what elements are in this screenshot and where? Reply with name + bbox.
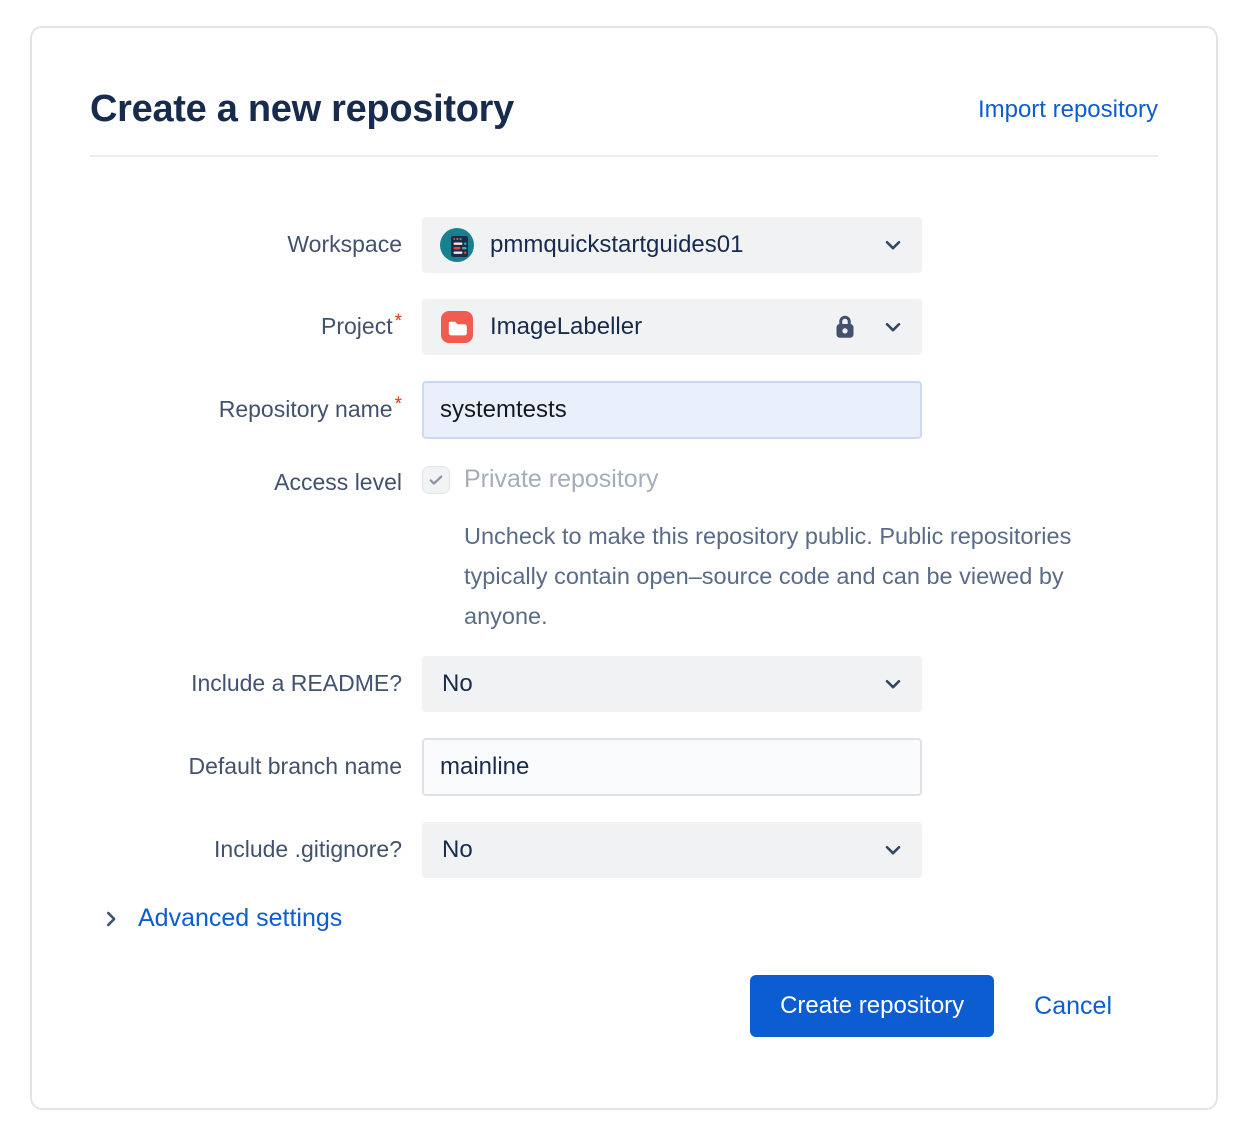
- default-branch-input[interactable]: [422, 738, 922, 796]
- include-readme-select[interactable]: No: [422, 656, 922, 712]
- create-repository-form: Workspace: [90, 217, 1158, 1037]
- workspace-row: Workspace: [90, 217, 1158, 273]
- include-gitignore-select[interactable]: No: [422, 822, 922, 878]
- private-repository-label: Private repository: [464, 465, 659, 493]
- repository-name-label: Repository name*: [218, 394, 402, 423]
- default-branch-row: Default branch name: [90, 738, 1158, 796]
- cancel-button[interactable]: Cancel: [1034, 991, 1112, 1020]
- chevron-down-icon: [885, 845, 901, 855]
- chevron-down-icon: [885, 322, 901, 332]
- access-level-label: Access level: [274, 469, 402, 495]
- chevron-right-icon: [106, 911, 116, 926]
- include-gitignore-label: Include .gitignore?: [214, 836, 402, 863]
- include-gitignore-row: Include .gitignore? No: [90, 822, 1158, 878]
- workspace-label: Workspace: [287, 231, 402, 258]
- required-asterisk: *: [394, 394, 402, 416]
- workspace-select[interactable]: pmmquickstartguides01: [422, 217, 922, 273]
- import-repository-link[interactable]: Import repository: [977, 95, 1158, 123]
- project-select[interactable]: ImageLabeller: [422, 299, 922, 355]
- create-repository-button[interactable]: Create repository: [750, 975, 995, 1037]
- dialog-header: Create a new repository Import repositor…: [90, 88, 1158, 131]
- project-label: Project*: [321, 311, 402, 340]
- workspace-value: pmmquickstartguides01: [490, 231, 744, 258]
- access-level-row: Access level Private repository Uncheck …: [90, 465, 1158, 636]
- project-value: ImageLabeller: [490, 313, 643, 340]
- include-readme-label: Include a README?: [191, 670, 402, 697]
- project-folder-icon: [441, 311, 473, 343]
- include-gitignore-value: No: [442, 836, 473, 863]
- default-branch-label: Default branch name: [188, 753, 402, 780]
- header-divider: [90, 155, 1158, 157]
- create-repository-dialog: Create a new repository Import repositor…: [30, 26, 1218, 1110]
- dialog-footer: Create repository Cancel: [90, 975, 1158, 1037]
- repository-name-row: Repository name*: [90, 381, 1158, 439]
- chevron-down-icon: [885, 679, 901, 689]
- include-readme-value: No: [442, 670, 473, 697]
- include-readme-row: Include a README? No: [90, 656, 1158, 712]
- access-level-help-text: Uncheck to make this repository public. …: [464, 523, 1072, 629]
- workspace-avatar-icon: [440, 228, 474, 262]
- chevron-down-icon: [885, 240, 901, 250]
- checkmark-icon: [429, 475, 443, 485]
- lock-icon: [836, 315, 854, 338]
- advanced-settings-toggle[interactable]: Advanced settings: [100, 904, 1158, 933]
- repository-name-input[interactable]: [422, 381, 922, 439]
- page-title: Create a new repository: [90, 88, 514, 130]
- project-row: Project* ImageLabeller: [90, 299, 1158, 355]
- required-asterisk: *: [394, 311, 402, 333]
- advanced-settings-link[interactable]: Advanced settings: [138, 904, 343, 932]
- private-repository-checkbox[interactable]: [422, 465, 450, 494]
